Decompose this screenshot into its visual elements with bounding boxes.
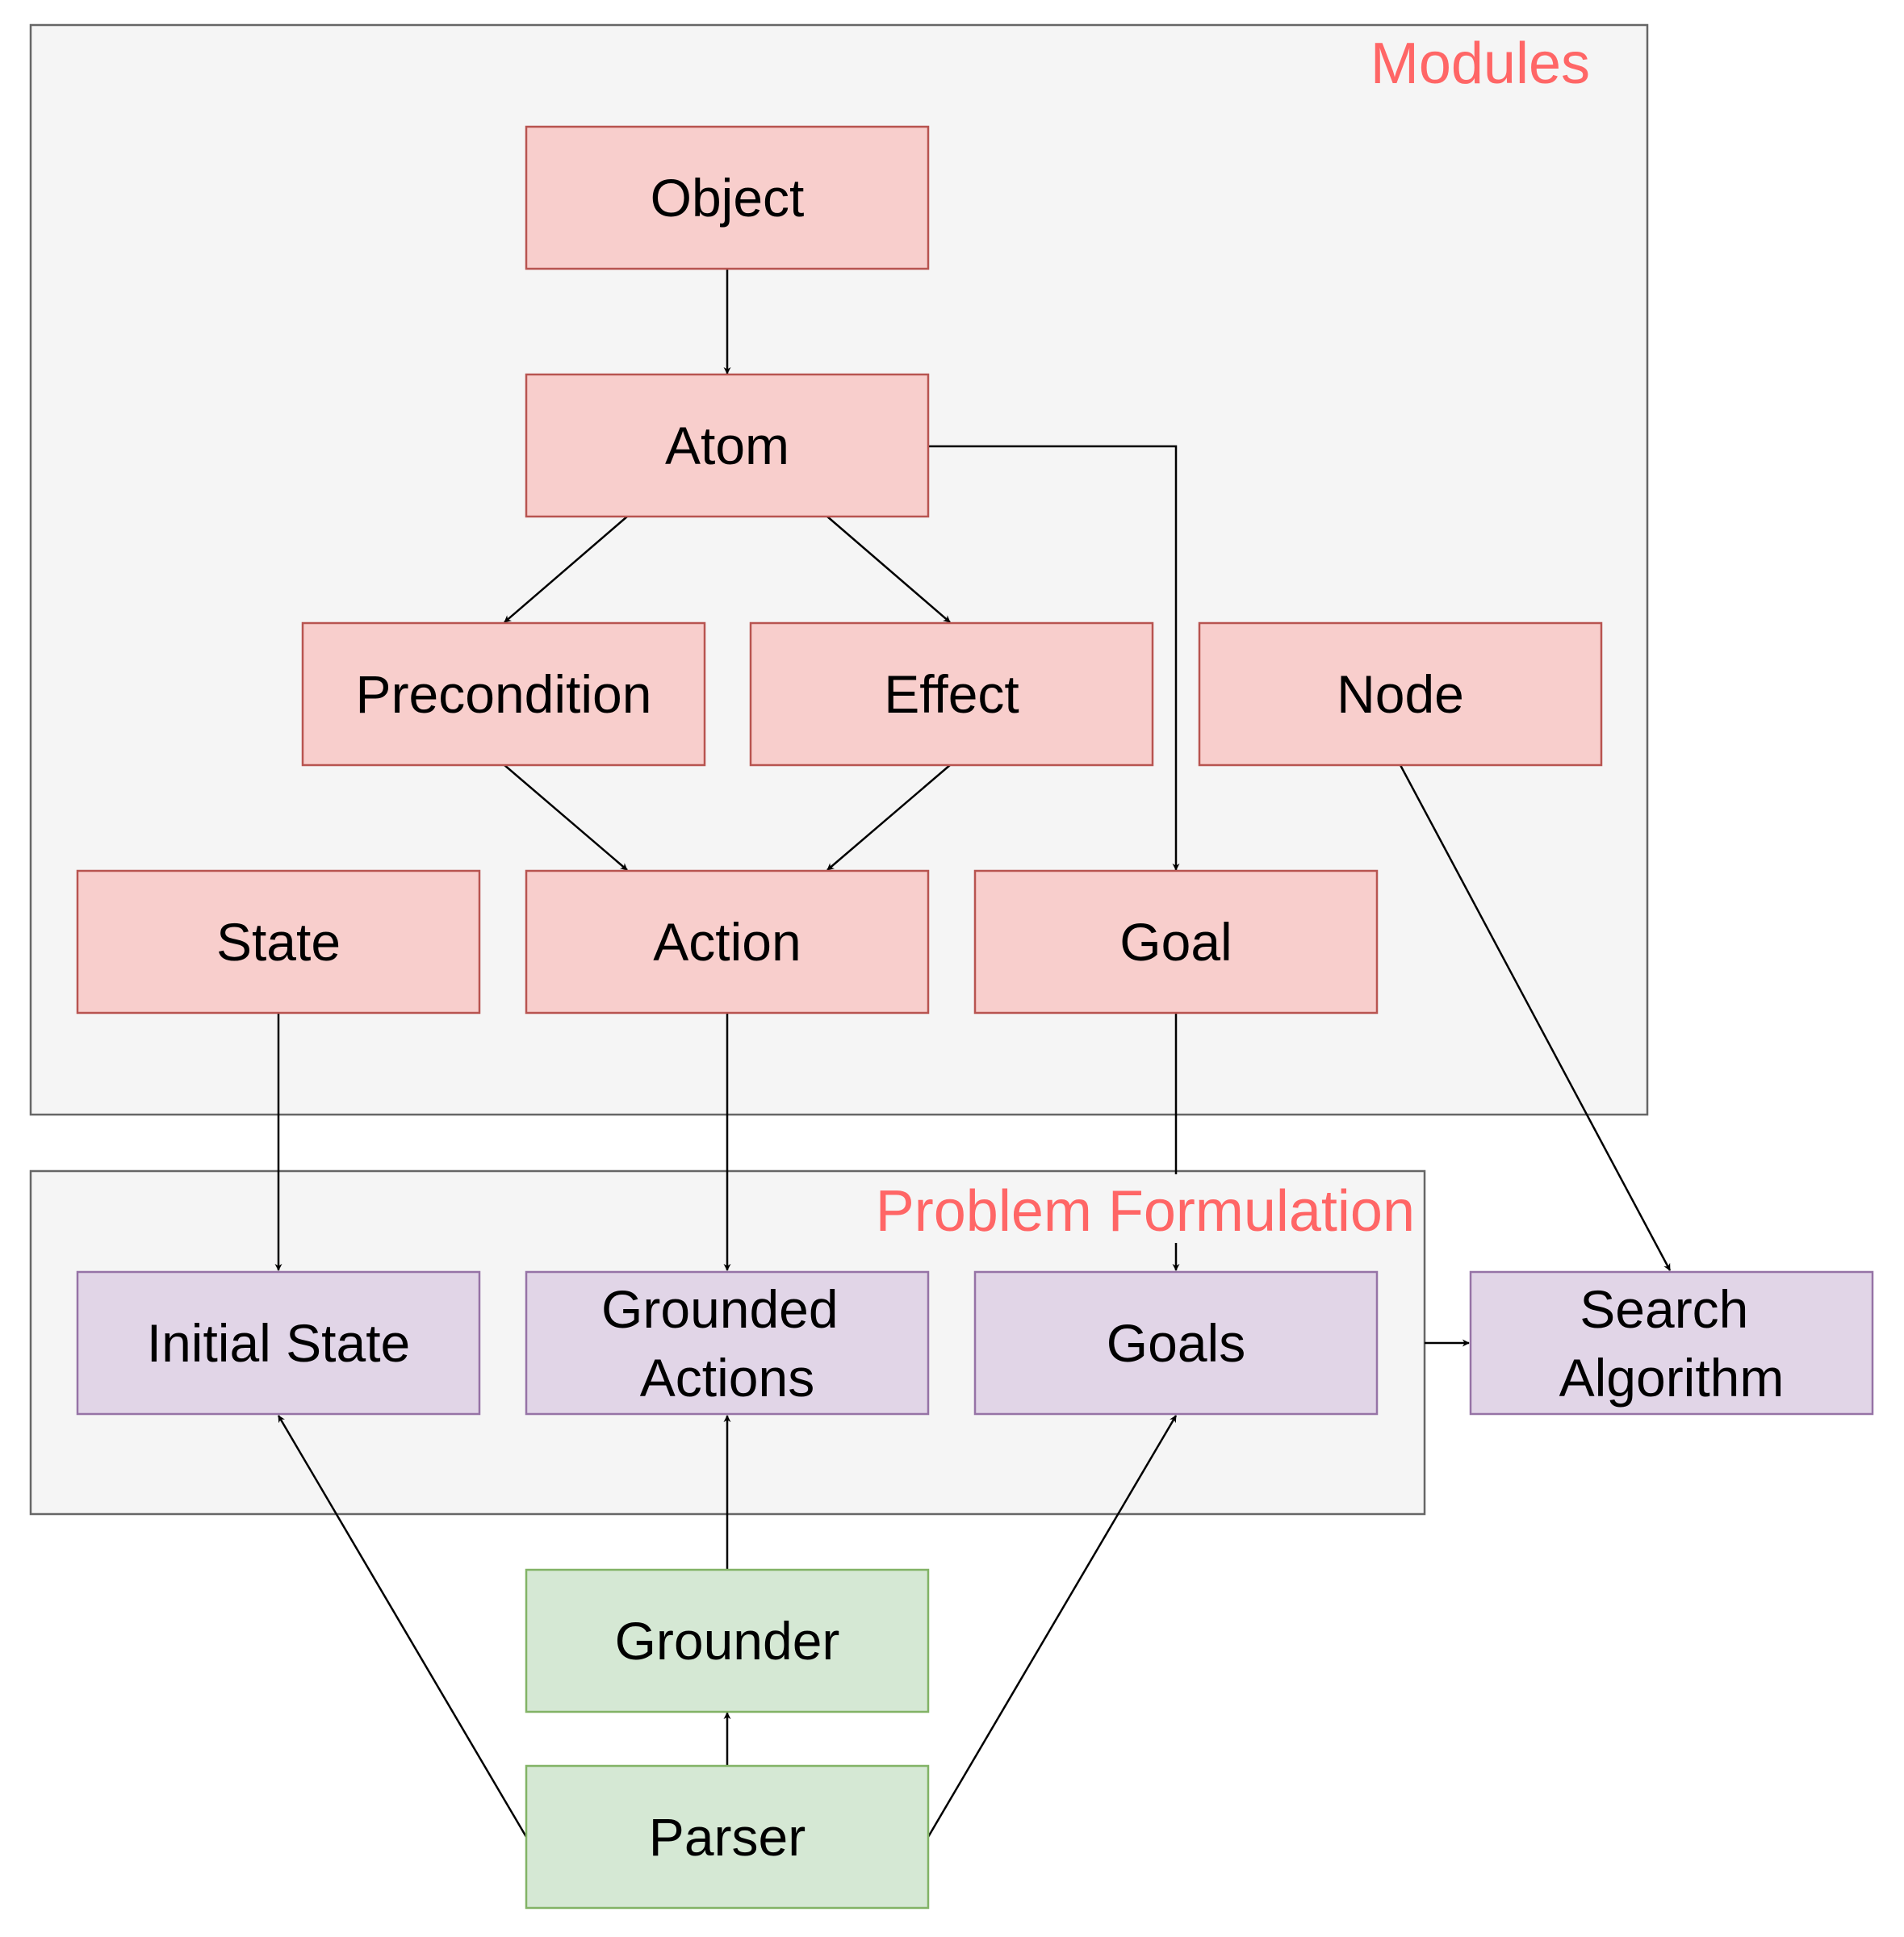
goals-box [973,1270,1379,1416]
problem-formulation-group-title: Problem Formulation [876,1179,1415,1244]
node-label: Node [1337,664,1464,724]
edge-parser-to-goals [927,1415,1178,1838]
grounded-actions-label: Grounded Actions [601,1279,853,1408]
state-label: State [216,912,341,972]
node-initial-state: Initial State [76,1270,481,1416]
node-precondition: Precondition [301,621,706,767]
node-state: State [76,869,481,1015]
grounded-actions-box [525,1270,930,1416]
parser-box [525,1764,930,1910]
node-goals: Goals [973,1270,1379,1416]
parser-label: Parser [649,1807,806,1867]
grounded-actions-label-line-2: Actions [640,1348,814,1408]
node-grounder: Grounder [525,1568,930,1713]
precondition-label: Precondition [356,664,652,724]
state-box [76,869,481,1015]
edge-parser-to-initial-state [277,1415,528,1838]
precondition-box [301,621,706,767]
action-box [525,869,930,1015]
atom-label: Atom [665,416,789,475]
goal-box [973,869,1379,1015]
node-parser: Parser [525,1764,930,1910]
modules-group-title: Modules [1370,31,1590,96]
edge-atom-to-precondition [504,516,628,623]
initial-state-box [76,1270,481,1416]
edges [274,269,1672,1838]
node-goal: Goal [973,869,1379,1015]
node-box [1198,621,1603,767]
edge-atom-to-effect [826,516,951,623]
effect-label: Effect [884,664,1019,724]
initial-state-label: Initial State [147,1313,411,1373]
effect-box [749,621,1154,767]
object-label: Object [651,168,805,228]
goal-label: Goal [1119,912,1232,972]
edge-effect-to-action [826,764,951,871]
object-box [525,125,930,270]
atom-box [525,373,930,518]
node-action: Action [525,869,930,1015]
node-effect: Effect [749,621,1154,767]
action-label: Action [653,912,801,972]
node-search-algorithm: Search Algorithm [1469,1270,1874,1416]
search-algorithm-label: Search Algorithm [1559,1279,1785,1408]
node-atom: Atom [525,373,930,518]
search-algorithm-box [1469,1270,1874,1416]
grounded-actions-label-line-1: Grounded [601,1279,839,1339]
node-grounded-actions: Grounded Actions [525,1270,930,1416]
search-algorithm-label-line-2: Algorithm [1559,1348,1785,1408]
goals-label: Goals [1107,1313,1245,1373]
edge-atom-to-goal [928,445,1180,871]
node-object: Object [525,125,930,270]
grounder-label: Grounder [615,1611,840,1671]
node-node: Node [1198,621,1603,767]
edge-precondition-to-action [504,764,628,871]
edge-node-to-search-algorithm [1399,764,1672,1271]
grounder-box [525,1568,930,1713]
search-algorithm-label-line-1: Search [1580,1279,1748,1339]
